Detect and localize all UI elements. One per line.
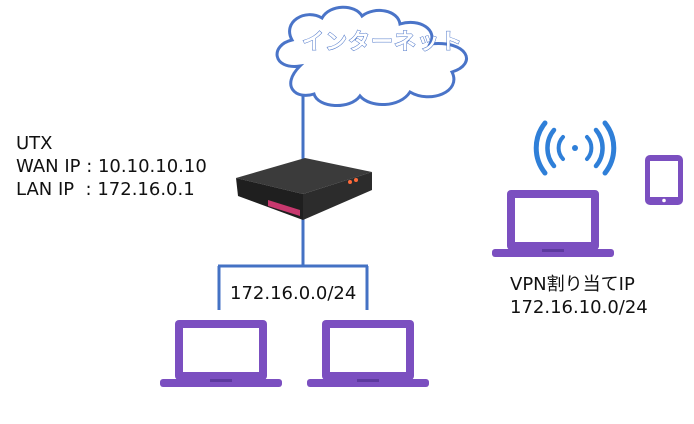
- vpn-subnet: 172.16.10.0/24: [510, 297, 648, 318]
- router-name: UTX: [16, 133, 53, 154]
- router-lan-ip: LAN IP : 172.16.0.1: [16, 179, 195, 200]
- vpn-title: VPN割り当てIP: [510, 274, 635, 295]
- cloud-icon: [275, 5, 468, 107]
- laptop-icon: [160, 320, 282, 387]
- router-wan-ip: WAN IP : 10.10.10.10: [16, 156, 207, 177]
- laptop-icon: [307, 320, 429, 387]
- router-icon: [236, 158, 372, 220]
- cloud-label: インターネット: [301, 30, 464, 56]
- tablet-icon: [645, 155, 683, 205]
- wifi-icon: [533, 120, 617, 176]
- connection-lines: [217, 95, 369, 310]
- laptop-icon: [492, 190, 614, 257]
- lan-subnet-label: 172.16.0.0/24: [230, 283, 357, 304]
